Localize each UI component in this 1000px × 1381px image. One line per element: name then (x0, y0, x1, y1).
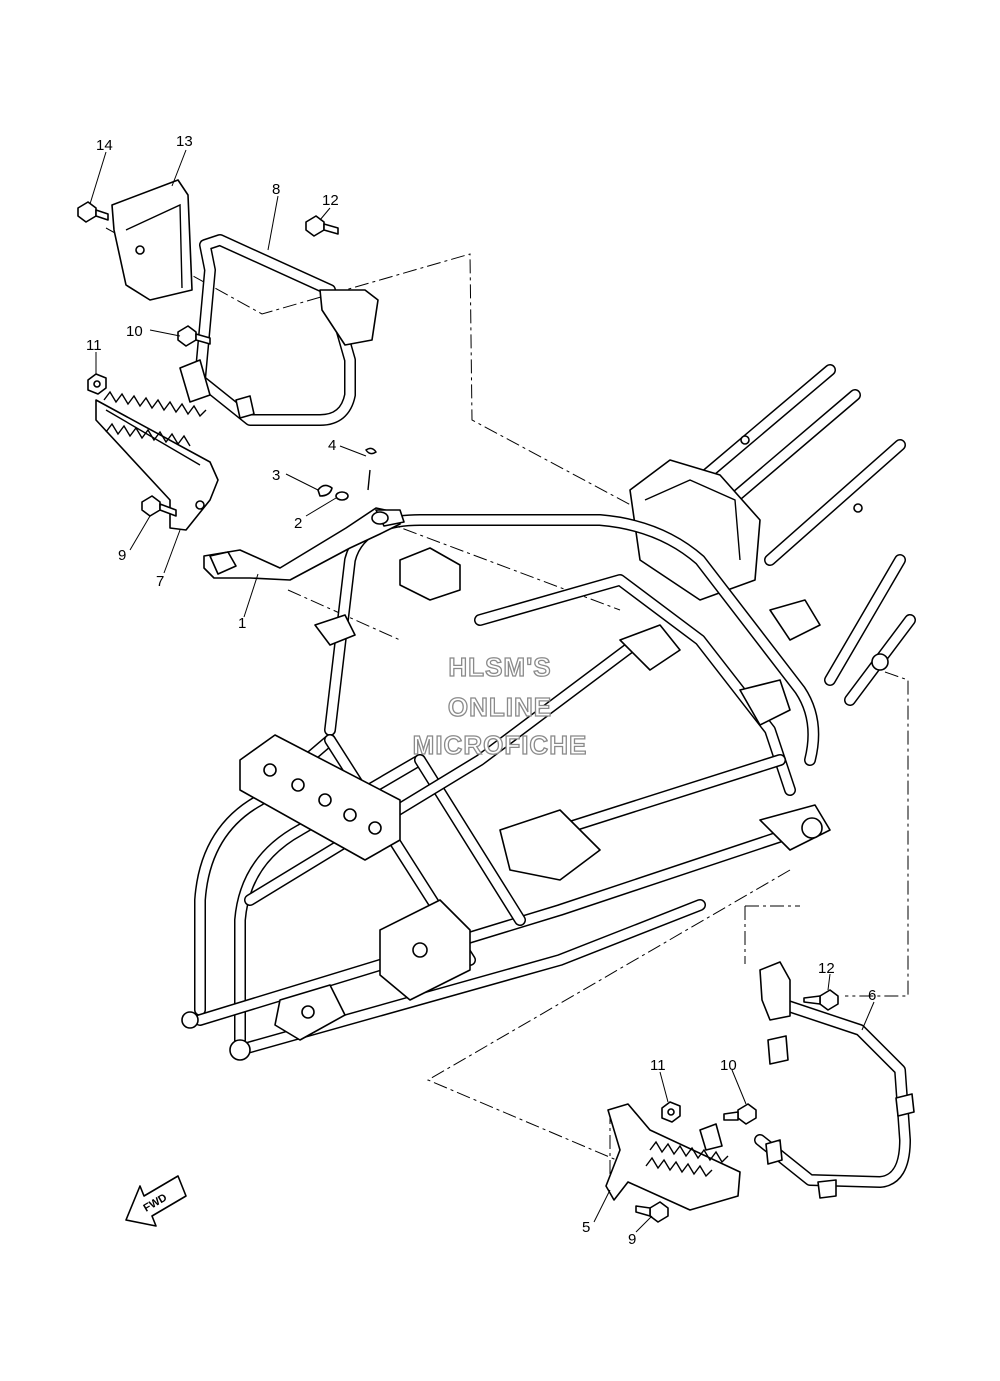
callout-10-top: 10 (126, 323, 143, 340)
nut-11-right (661, 1101, 681, 1123)
footrest-right (605, 1103, 741, 1211)
guard-bar-left (179, 234, 379, 426)
callout-13: 13 (176, 133, 193, 150)
callout-9-right: 9 (628, 1231, 636, 1248)
callout-14-top: 14 (96, 137, 113, 154)
bolt-9-right (635, 1201, 669, 1223)
bolt-12-right (803, 989, 839, 1011)
nut-11-top (87, 373, 107, 395)
fwd-arrow: FWD (125, 1175, 187, 1227)
bolt-9-left (141, 495, 177, 517)
callout-4: 4 (328, 437, 336, 454)
callout-11-right: 11 (650, 1057, 666, 1074)
callout-labels: 14 13 8 12 10 11 4 3 2 9 7 1 12 6 11 10 … (86, 133, 876, 1248)
leader-lines (89, 149, 875, 1233)
watermark-line-3: MICROFICHE (413, 730, 588, 760)
washer-2 (335, 491, 349, 501)
footrest-left (95, 390, 219, 531)
watermark-line-1: HLSM'S (448, 652, 551, 682)
watermark-line-2: ONLINE (448, 692, 552, 722)
brake-pedal (203, 507, 405, 581)
clip-3 (317, 484, 333, 497)
spring-4 (365, 447, 377, 491)
bolt-10-top (177, 325, 211, 347)
callout-1: 1 (238, 615, 246, 632)
watermark: HLSM'S ONLINE MICROFICHE (412, 651, 588, 760)
callout-12-right: 12 (818, 960, 835, 977)
callout-6: 6 (868, 987, 876, 1004)
callout-5: 5 (582, 1219, 590, 1236)
bolt-10-right (723, 1103, 757, 1125)
callout-10-right: 10 (720, 1057, 737, 1074)
callout-2: 2 (294, 515, 302, 532)
main-frame (181, 364, 916, 1061)
callout-7: 7 (156, 573, 164, 590)
callout-12-top: 12 (322, 192, 339, 209)
heel-guard-left (111, 179, 193, 301)
callout-11-top: 11 (86, 337, 102, 354)
bolt-14 (77, 201, 109, 223)
callout-8: 8 (272, 181, 280, 198)
bolt-12-top (305, 215, 339, 237)
guard-bar-right (754, 961, 915, 1199)
callout-3: 3 (272, 467, 280, 484)
callout-9-left: 9 (118, 547, 126, 564)
